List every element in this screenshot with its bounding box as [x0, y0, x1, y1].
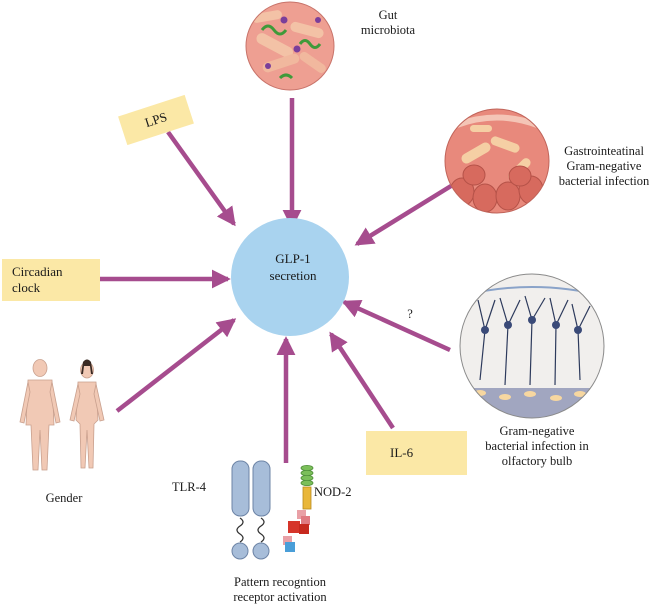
center-line-1: GLP-1 — [275, 251, 311, 266]
human-figures-icon — [19, 359, 105, 471]
olf-line-2: bacterial infection in — [485, 439, 589, 453]
olf-line-1: Gram-negative — [499, 424, 575, 438]
prr-line-2: receptor activation — [233, 590, 327, 604]
tlr4-receptor-icon — [231, 460, 271, 560]
gi-line-3: bacterial infection — [558, 174, 650, 188]
circadian-line-2: clock — [12, 280, 41, 295]
circadian-line-1: Circadian — [12, 264, 63, 279]
arrow-lps — [166, 130, 236, 227]
female-figure — [69, 359, 105, 469]
circadian-clock-box: Circadian clock — [2, 259, 100, 301]
nod2-receptor-icon — [283, 464, 314, 552]
olf-line-3: olfactory bulb — [501, 454, 573, 468]
arrow-gender — [115, 318, 237, 413]
olfactory-infection-label: Gram-negative bacterial infection in olf… — [478, 424, 596, 469]
gi-line-1: Gastrointeatinal — [564, 144, 644, 158]
gi-infection-label: Gastrointeatinal Gram-negative bacterial… — [548, 144, 660, 189]
prr-label: Pattern recogntion receptor activation — [210, 575, 350, 605]
gut-line-2: microbiota — [360, 23, 416, 37]
tlr4-label: TLR-4 — [172, 480, 207, 494]
lps-text: LPS — [142, 108, 169, 131]
glp1-secretion-label: GLP-1 secretion — [243, 250, 343, 284]
question-mark: ? — [407, 307, 413, 321]
male-figure — [19, 359, 61, 471]
arrow-gi — [354, 184, 453, 246]
gut-microbiota-label: Gut microbiota — [348, 8, 428, 38]
center-line-2: secretion — [269, 268, 317, 283]
nod2-label: NOD-2 — [314, 485, 352, 499]
glp1-circle — [231, 218, 349, 336]
gut-line-1: Gut — [378, 8, 398, 22]
gut-microbiota-illustration — [245, 1, 335, 91]
olfactory-bulb-illustration — [459, 273, 605, 419]
arrow-olfactory — [341, 299, 451, 353]
arrows — [100, 98, 453, 463]
gi-infection-illustration — [444, 108, 550, 214]
gi-line-2: Gram-negative — [566, 159, 642, 173]
il6-label-box: IL-6 — [366, 431, 467, 475]
gender-label: Gender — [45, 491, 83, 505]
arrow-il6 — [329, 331, 395, 430]
prr-line-1: Pattern recogntion — [234, 575, 326, 589]
il6-text: IL-6 — [390, 445, 414, 460]
